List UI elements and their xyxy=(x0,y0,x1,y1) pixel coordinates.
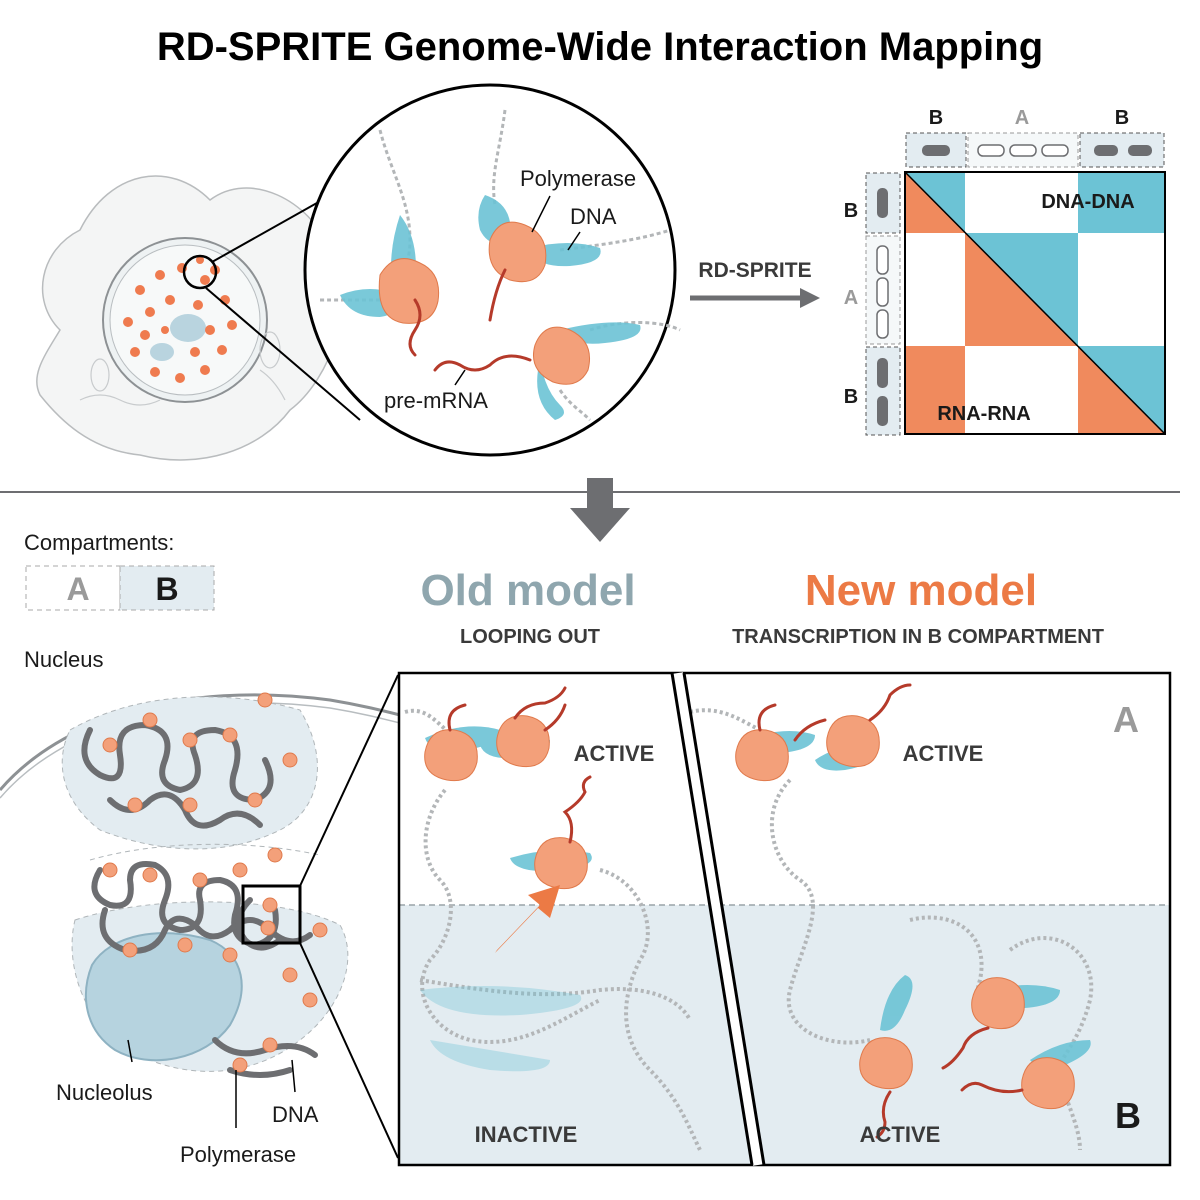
rd-sprite-arrow xyxy=(690,288,820,308)
new-model-compartment-b-label: B xyxy=(1115,1095,1141,1136)
model-comparison-panel xyxy=(397,671,1172,1167)
zoom-circle xyxy=(303,83,681,457)
zoom-label-pre-mrna: pre-mRNA xyxy=(384,388,488,413)
matrix-left-label-b1: B xyxy=(844,200,858,222)
nucleus-zoom-marker xyxy=(241,884,302,945)
looping-out-arrow xyxy=(495,885,560,953)
cell-illustration xyxy=(36,175,343,461)
matrix-top-label-b1: B xyxy=(929,107,943,129)
contact-matrix xyxy=(865,132,1166,436)
polymerase-leader xyxy=(531,195,551,233)
new-model-compartment-a-label: A xyxy=(1113,699,1139,740)
matrix-left-label-b2: B xyxy=(844,386,858,408)
legend-compartment-b-box xyxy=(119,565,215,611)
new-model-subtitle: TRANSCRIPTION IN B COMPARTMENT xyxy=(732,626,1104,648)
old-model-title: Old model xyxy=(420,566,635,615)
nucleus-illustration xyxy=(0,692,401,1078)
new-model-title: New model xyxy=(805,566,1037,615)
zoom-label-polymerase: Polymerase xyxy=(520,166,636,191)
zoom-region-marker xyxy=(182,254,218,290)
nucleus-zoom-line-bottom xyxy=(299,942,399,1159)
zoom-label-dna: DNA xyxy=(570,204,617,229)
old-model-subtitle: LOOPING OUT xyxy=(460,626,600,648)
old-model-inactive-label: INACTIVE xyxy=(475,1122,578,1147)
new-model-active-top-label: ACTIVE xyxy=(903,741,984,766)
new-model-active-bottom-label: ACTIVE xyxy=(860,1122,941,1147)
nucleolus-leader xyxy=(127,1039,133,1063)
matrix-dna-dna-label: DNA-DNA xyxy=(1041,191,1134,213)
down-arrow xyxy=(570,478,630,542)
page-title: RD-SPRITE Genome-Wide Interaction Mappin… xyxy=(157,25,1043,69)
legend-compartment-b-label: B xyxy=(155,571,178,607)
legend-title: Compartments: xyxy=(24,530,174,555)
nucleus-zoom-line-top xyxy=(299,674,399,887)
nucleus-label-dna: DNA xyxy=(272,1102,319,1127)
matrix-top-label-a: A xyxy=(1015,107,1029,129)
matrix-rna-rna-label: RNA-RNA xyxy=(937,403,1030,425)
rd-sprite-arrow-label: RD-SPRITE xyxy=(698,259,811,282)
dna-leader xyxy=(567,231,581,251)
nucleus-dna-leader xyxy=(291,1059,296,1093)
nucleus-label: Nucleus xyxy=(24,647,103,672)
nucleus-label-polymerase: Polymerase xyxy=(180,1142,296,1167)
matrix-top-label-b2: B xyxy=(1115,107,1129,129)
pre-mrna-leader xyxy=(454,369,466,386)
legend-compartment-a-box xyxy=(25,565,121,611)
legend-compartment-a-label: A xyxy=(66,571,89,607)
zoom-line-bottom xyxy=(205,287,361,421)
old-model-active-label: ACTIVE xyxy=(574,741,655,766)
nucleus-label-nucleolus: Nucleolus xyxy=(56,1080,153,1105)
matrix-left-label-a: A xyxy=(844,287,858,309)
